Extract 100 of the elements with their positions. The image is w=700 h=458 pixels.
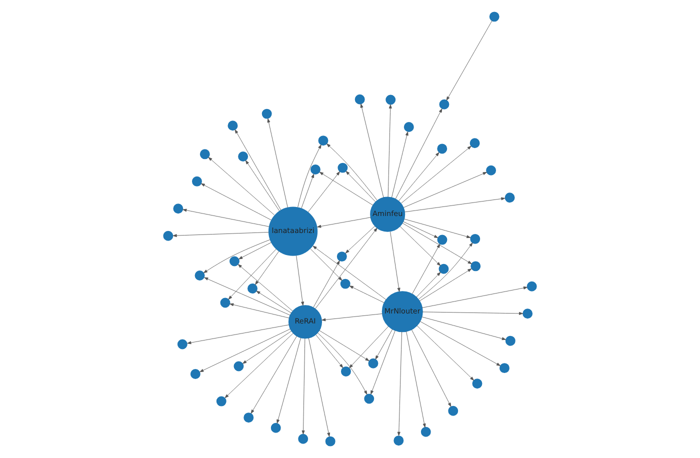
arrow [418,242,473,300]
arrow [238,264,293,312]
node-circle [238,152,248,162]
node-circle [244,412,254,423]
arrow [256,290,292,314]
arrow [310,248,342,281]
arrow [296,255,304,306]
node-circle [340,366,351,376]
node-circle [470,261,481,272]
node-circle [234,361,244,372]
node-circle [386,94,396,105]
arrow [412,244,440,294]
arrow [395,108,442,200]
arrow [391,131,408,198]
arrow [446,20,492,101]
arrow [230,303,290,318]
arrow [228,248,276,300]
arrow [315,228,378,309]
node-circle [522,308,533,319]
node-circle [310,164,320,174]
node-circle [420,426,431,437]
node-circle [216,396,226,406]
node-circle [262,108,272,119]
node-circle [505,336,516,346]
node-circle [364,394,374,404]
node-circle [229,256,240,266]
node-circle [298,434,308,444]
node-circle [437,144,448,154]
node-circle [173,204,184,214]
node-circle [200,149,210,160]
node-circle [499,363,510,374]
arrow [255,251,280,285]
node-circle [472,378,482,389]
arrow [390,231,400,292]
arrow [242,330,292,364]
arrow [403,221,438,238]
node-circle [486,165,496,176]
arrow [349,326,389,368]
arrow [245,160,280,212]
node-circle [470,138,480,148]
arrow [349,286,385,304]
node-circle [194,270,205,280]
arrow [224,333,294,398]
arrow [322,314,382,322]
node-circle [470,234,480,244]
arrow [416,272,441,298]
arrow [319,330,370,362]
node-circle [340,278,350,289]
arrow [208,157,275,216]
arrow [422,312,524,315]
arrow [203,240,270,274]
node-circle [228,120,238,131]
node-circle [504,192,515,203]
arrow [234,129,282,210]
node-circle [220,298,230,308]
arrow [238,242,272,260]
arrow [375,328,393,360]
node-circle [404,122,414,132]
arrow [319,172,374,206]
node-circle [489,12,500,22]
node-circle: ReRAI [288,305,322,339]
node-circle [338,162,348,173]
node-circle [448,406,458,416]
node-circle [325,436,336,446]
arrow [360,104,384,198]
arrow [200,328,291,372]
arrow [250,336,298,414]
arrow [388,104,392,198]
arrow [298,144,322,208]
arrow [398,152,440,202]
node-circle [437,234,448,245]
arrow [326,144,378,200]
node-circle [394,436,404,446]
arrow [345,226,376,254]
node-circle [318,136,328,146]
arrow [411,329,452,407]
arrow [422,286,528,308]
arrow [402,222,472,264]
node-circle [354,94,365,104]
node-circle: MrNlouter [382,291,423,332]
arrow [315,334,344,368]
arrow [370,330,396,395]
arrow [313,260,340,308]
arrow [172,232,269,238]
arrow [404,172,487,208]
arrow [276,338,302,424]
arrow [302,338,306,434]
node-circle [438,264,449,274]
arrow [200,183,272,220]
node-circle [177,339,188,350]
node-circle [192,176,202,186]
arrow [404,218,471,238]
arrow [420,268,472,302]
arrow [317,332,368,395]
arrow [404,197,506,212]
node-circle [526,281,537,292]
arrow [204,277,290,316]
node-circle [163,230,174,241]
node-circle [336,252,347,262]
arrow [420,321,501,366]
